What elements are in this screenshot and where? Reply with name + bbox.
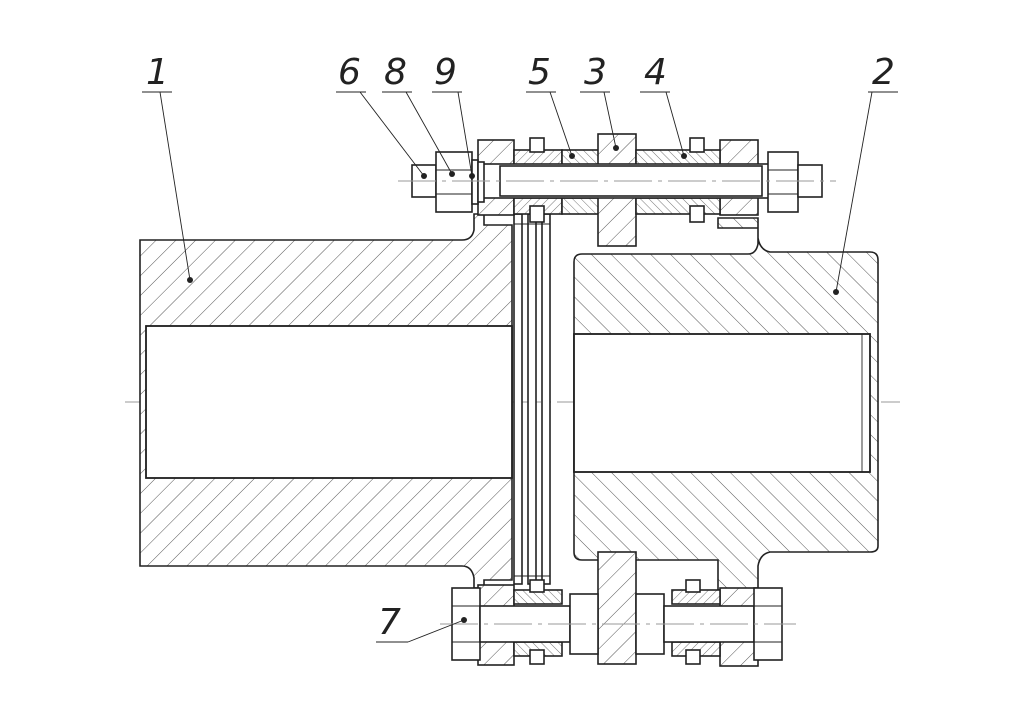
callout-label-2: 2 [872, 52, 895, 93]
callout-label-5: 5 [528, 52, 551, 93]
callout-label-4: 4 [644, 52, 667, 93]
callout-7: 7 [376, 602, 467, 643]
upper-bolt-assembly [398, 133, 836, 247]
callout-5: 5 [526, 52, 575, 159]
callout-1: 1 [142, 52, 193, 283]
right-hub [573, 217, 879, 591]
callout-label-3: 3 [584, 52, 607, 93]
callout-label-8: 8 [384, 52, 407, 93]
callout-label-7: 7 [378, 602, 401, 643]
disc-pack [513, 213, 551, 585]
lower-bolt-assembly [440, 551, 796, 667]
callout-label-9: 9 [434, 52, 457, 93]
callout-6: 6 [336, 52, 427, 179]
left-hub [139, 213, 513, 589]
callout-8: 8 [382, 52, 455, 177]
callout-4: 4 [640, 52, 687, 159]
callout-3: 3 [580, 52, 619, 151]
callout-label-1: 1 [146, 52, 169, 93]
callout-label-6: 6 [338, 52, 361, 93]
callout-9: 9 [432, 52, 475, 179]
callout-2: 2 [833, 52, 898, 295]
